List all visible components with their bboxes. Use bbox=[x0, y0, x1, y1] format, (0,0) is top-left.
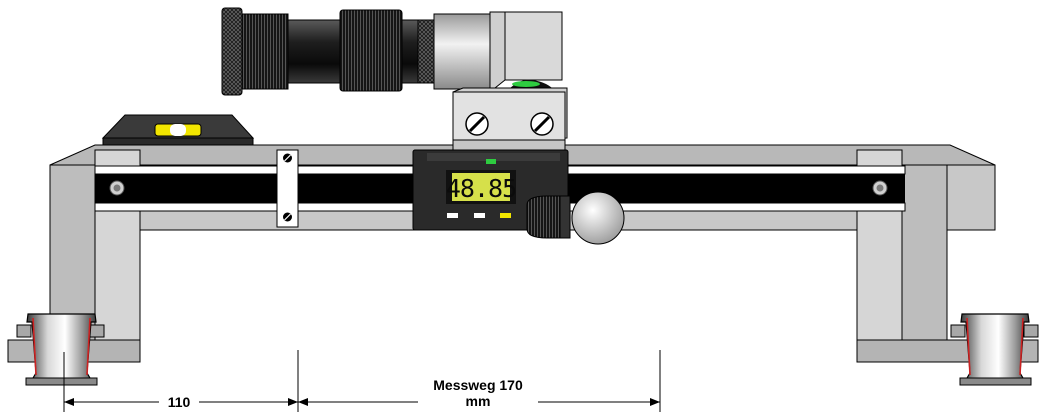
right-leg bbox=[856, 149, 948, 341]
dimension-label-110: 110 bbox=[159, 394, 199, 410]
mount-block bbox=[452, 87, 568, 153]
knurled-knob-icon[interactable] bbox=[526, 195, 571, 239]
lcd-reading: 48.85 bbox=[446, 174, 516, 203]
screw-icon bbox=[465, 112, 489, 136]
zero-button[interactable] bbox=[474, 213, 485, 218]
mode-button[interactable] bbox=[447, 213, 458, 218]
screw-icon bbox=[530, 112, 554, 136]
screw-icon bbox=[109, 180, 125, 196]
bushing-icon bbox=[950, 313, 1039, 386]
dimension-lines bbox=[63, 350, 661, 412]
camera-lens-icon bbox=[221, 7, 563, 96]
rail-clamp bbox=[276, 149, 299, 228]
bushing-icon bbox=[16, 313, 105, 386]
lcd-screen bbox=[452, 173, 510, 201]
dimension-value: 110 bbox=[167, 394, 191, 410]
status-led bbox=[486, 159, 496, 164]
travel-label-line1: Messweg 170 bbox=[433, 377, 523, 393]
spirit-level-icon bbox=[101, 114, 255, 146]
hold-button[interactable] bbox=[500, 213, 511, 218]
screw-icon bbox=[872, 180, 888, 196]
round-knob-icon[interactable] bbox=[571, 191, 625, 245]
travel-label-line2: mm bbox=[465, 393, 491, 409]
dimension-label-travel: Messweg 170 mm bbox=[418, 377, 538, 409]
